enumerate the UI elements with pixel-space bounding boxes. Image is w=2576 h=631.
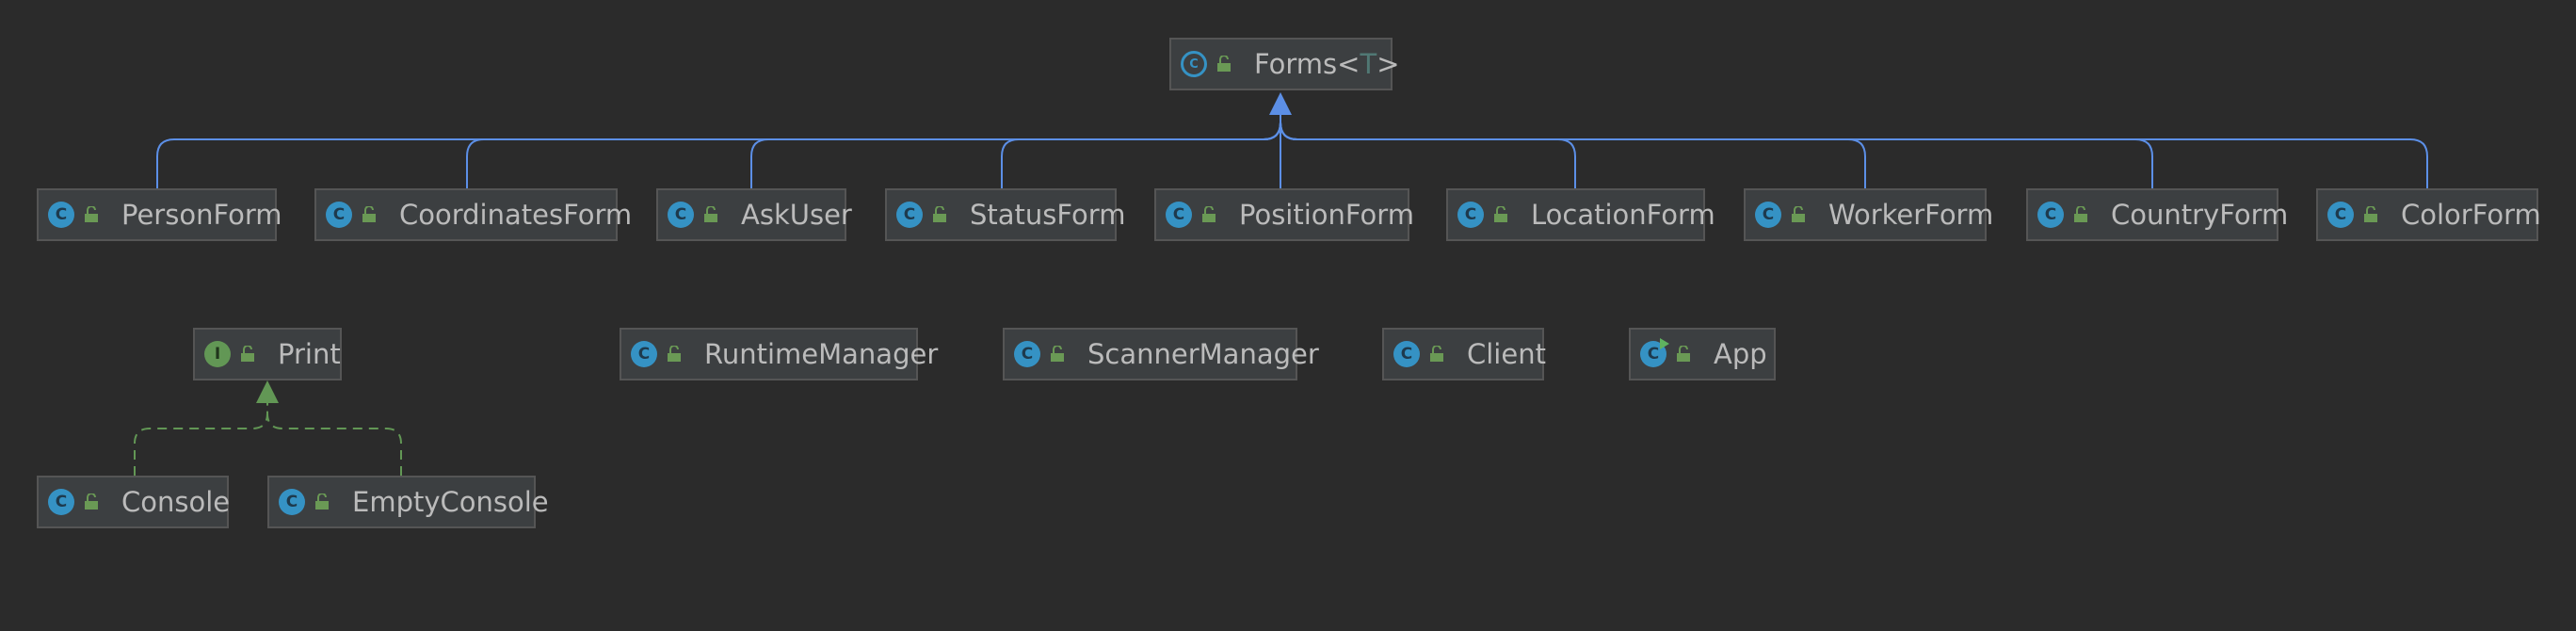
- public-visibility-icon: [85, 206, 98, 222]
- interface-icon: I: [204, 341, 231, 367]
- realization-arrowhead: [256, 380, 279, 403]
- class-name-label: Client: [1467, 338, 1546, 370]
- class-icon: C: [631, 341, 657, 367]
- public-visibility-icon: [1217, 56, 1231, 72]
- class-name-label: CountryForm: [2111, 199, 2289, 231]
- public-visibility-icon: [1792, 206, 1805, 222]
- class-node-colorform[interactable]: C ColorForm: [2316, 188, 2541, 241]
- inheritance-edge-locationform: [1280, 115, 1576, 188]
- class-node-askuser[interactable]: C AskUser: [656, 188, 852, 241]
- class-name-label: LocationForm: [1531, 199, 1715, 231]
- class-icon: C: [48, 202, 74, 228]
- class-name-label: WorkerForm: [1828, 199, 1994, 231]
- class-name-label: ColorForm: [2401, 199, 2541, 231]
- public-visibility-icon: [241, 346, 254, 362]
- inheritance-edge-personform: [156, 115, 1281, 188]
- class-icon: C: [2327, 202, 2354, 228]
- class-node-locationform[interactable]: C LocationForm: [1446, 188, 1715, 241]
- inheritance-edge-workerform: [1280, 115, 1866, 188]
- public-visibility-icon: [933, 206, 946, 222]
- inheritance-edge-askuser: [750, 115, 1281, 188]
- public-visibility-icon: [2364, 206, 2377, 222]
- inheritance-edge-colorform: [1280, 115, 2428, 188]
- class-icon: C: [279, 489, 305, 515]
- public-visibility-icon: [1430, 346, 1443, 362]
- class-name-label: PersonForm: [121, 199, 282, 231]
- class-node-emptyconsole[interactable]: C EmptyConsole: [267, 476, 549, 528]
- interface-node-print[interactable]: I Print: [193, 328, 342, 380]
- class-node-app[interactable]: C App: [1629, 328, 1776, 380]
- class-node-client[interactable]: C Client: [1382, 328, 1546, 380]
- class-icon: C: [1014, 341, 1040, 367]
- class-node-coordinatesform[interactable]: C CoordinatesForm: [314, 188, 632, 241]
- class-name-label: Forms<T>: [1254, 48, 1400, 80]
- class-name-label: CoordinatesForm: [399, 199, 633, 231]
- class-node-personform[interactable]: C PersonForm: [37, 188, 282, 241]
- class-icon: C: [2037, 202, 2064, 228]
- public-visibility-icon: [704, 206, 717, 222]
- class-icon: C: [326, 202, 352, 228]
- public-visibility-icon: [362, 206, 376, 222]
- inheritance-edge-coordinatesform: [466, 115, 1281, 188]
- public-visibility-icon: [668, 346, 681, 362]
- class-name-label: StatusForm: [970, 199, 1126, 231]
- public-visibility-icon: [1494, 206, 1507, 222]
- class-node-positionform[interactable]: C PositionForm: [1154, 188, 1414, 241]
- class-name-label: Console: [121, 486, 231, 518]
- inheritance-edge-statusform: [1001, 115, 1281, 188]
- inheritance-edge-countryform: [1280, 115, 2153, 188]
- inheritance-arrowhead: [1269, 92, 1292, 115]
- class-icon: C: [1393, 341, 1420, 367]
- class-node-forms[interactable]: C Forms<T>: [1169, 38, 1400, 90]
- class-node-countryform[interactable]: C CountryForm: [2026, 188, 2288, 241]
- class-name-label: EmptyConsole: [352, 486, 549, 518]
- class-node-workerform[interactable]: C WorkerForm: [1744, 188, 1993, 241]
- class-node-runtimemanager[interactable]: C RuntimeManager: [620, 328, 938, 380]
- public-visibility-icon: [1677, 346, 1690, 362]
- class-name-label: PositionForm: [1239, 199, 1414, 231]
- public-visibility-icon: [1202, 206, 1216, 222]
- class-icon: C: [896, 202, 923, 228]
- abstract-class-icon: C: [1181, 51, 1207, 77]
- main-class-icon: C: [1640, 338, 1669, 367]
- class-icon: C: [1457, 202, 1484, 228]
- class-name-label: RuntimeManager: [704, 338, 939, 370]
- class-node-console[interactable]: C Console: [37, 476, 231, 528]
- public-visibility-icon: [315, 493, 329, 510]
- class-node-scannermanager[interactable]: C ScannerManager: [1003, 328, 1319, 380]
- public-visibility-icon: [1051, 346, 1064, 362]
- class-name-label: App: [1714, 338, 1767, 370]
- realization-edge-emptyconsole: [266, 403, 402, 476]
- class-name-label: ScannerManager: [1087, 338, 1319, 370]
- class-icon: C: [48, 489, 74, 515]
- interface-name-label: Print: [278, 338, 341, 370]
- public-visibility-icon: [85, 493, 98, 510]
- class-name-label: AskUser: [741, 199, 852, 231]
- class-node-statusform[interactable]: C StatusForm: [885, 188, 1125, 241]
- class-icon: C: [1166, 202, 1192, 228]
- realization-edge-console: [134, 403, 268, 476]
- class-icon: C: [1755, 202, 1781, 228]
- class-icon: C: [668, 202, 694, 228]
- public-visibility-icon: [2074, 206, 2087, 222]
